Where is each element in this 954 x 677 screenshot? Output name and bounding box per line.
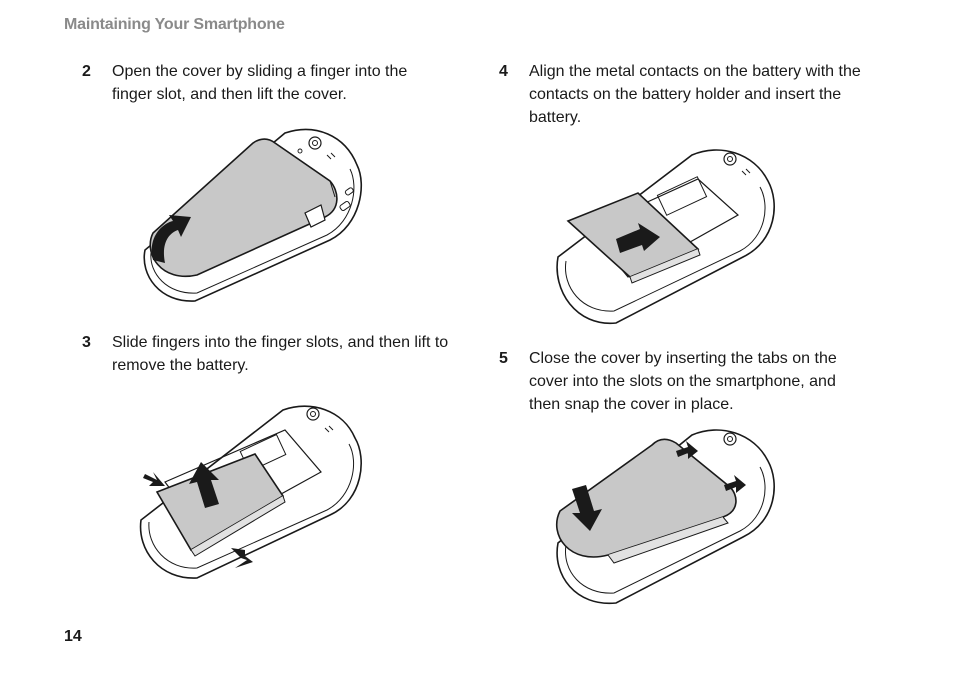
insert-battery-illustration — [556, 149, 775, 324]
step-text: Open the cover by sliding a finger into … — [112, 63, 408, 103]
page-number: 14 — [64, 628, 82, 645]
open-cover-illustration — [143, 128, 363, 302]
step-2: 2 Open the cover by sliding a finger int… — [82, 60, 432, 106]
step-number: 2 — [82, 63, 91, 80]
step-3: 3 Slide fingers into the finger slots, a… — [82, 331, 452, 377]
step-text: Slide fingers into the finger slots, and… — [112, 334, 449, 374]
step-number: 3 — [82, 334, 91, 351]
step-text: Close the cover by inserting the tabs on… — [529, 350, 837, 413]
step-text: Align the metal contacts on the battery … — [529, 63, 861, 126]
running-header: Maintaining Your Smartphone — [64, 16, 285, 33]
close-cover-illustration — [555, 429, 775, 605]
remove-battery-illustration — [139, 405, 362, 579]
step-number: 5 — [499, 350, 508, 367]
step-5: 5 Close the cover by inserting the tabs … — [499, 347, 859, 416]
step-4: 4 Align the metal contacts on the batter… — [499, 60, 869, 129]
step-number: 4 — [499, 63, 508, 80]
